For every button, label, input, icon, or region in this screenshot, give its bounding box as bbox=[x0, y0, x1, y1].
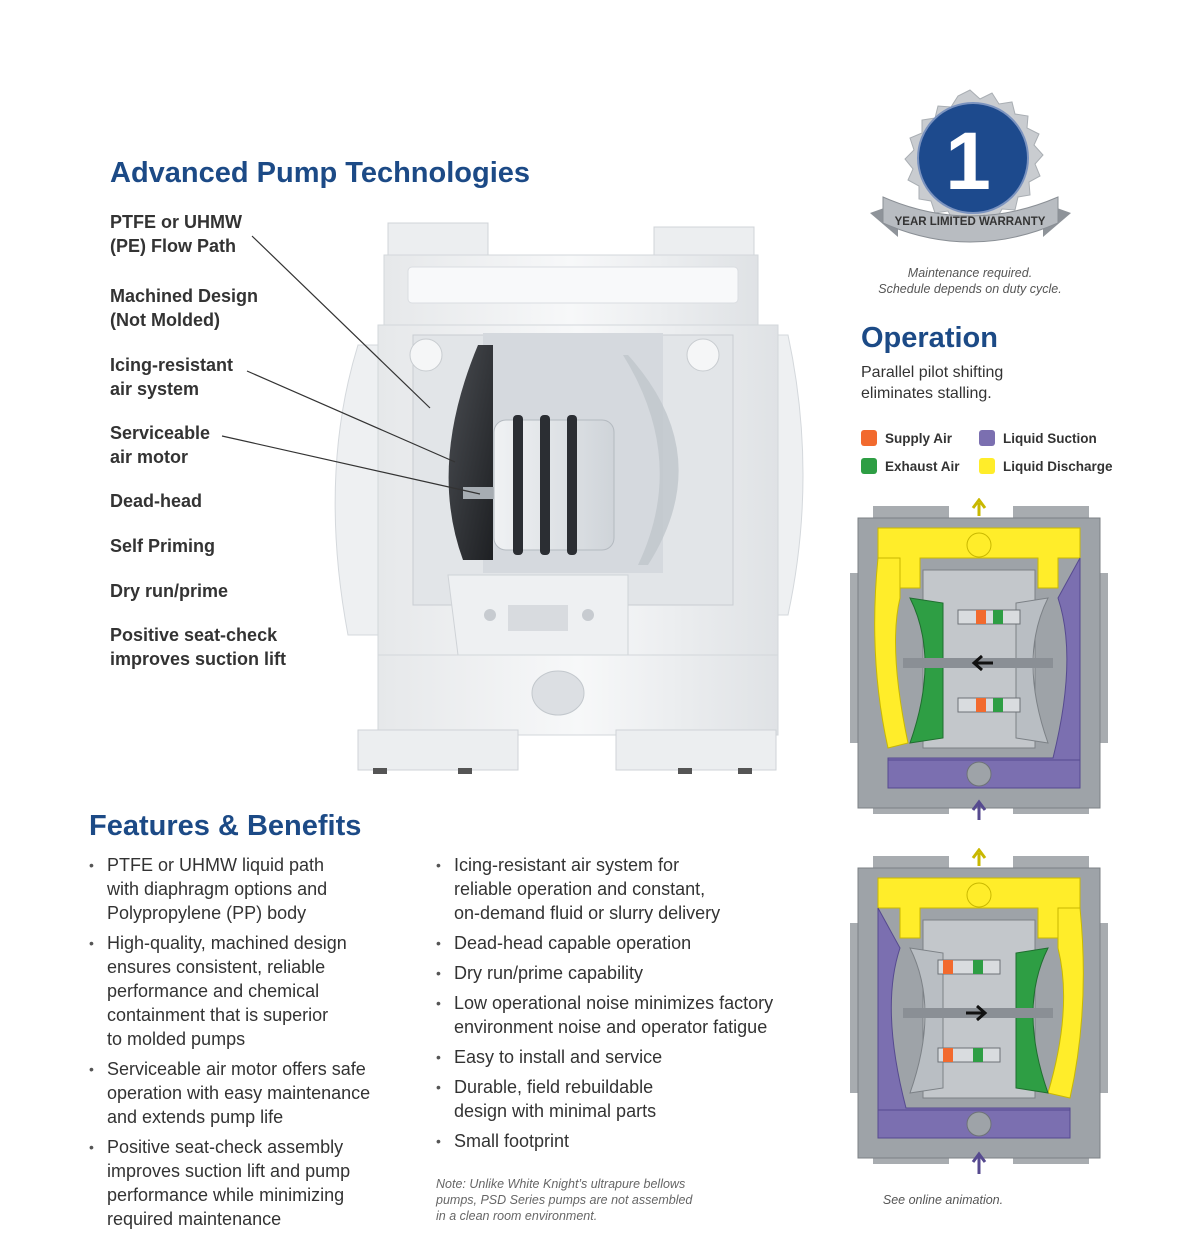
adv-item-line: PTFE or UHMW bbox=[110, 212, 242, 232]
features-list-left: PTFE or UHMW liquid path with diaphragm … bbox=[89, 853, 419, 1237]
cleanroom-note: Note: Unlike White Knight’s ultrapure be… bbox=[436, 1176, 736, 1224]
feature-line: Polypropylene (PP) body bbox=[107, 903, 307, 923]
feature-item: Dead-head capable operation bbox=[436, 931, 816, 955]
feature-item: Low operational noise minimizes factory … bbox=[436, 991, 816, 1039]
feature-line: with diaphragm options and bbox=[107, 879, 328, 899]
operation-desc-line: eliminates stalling. bbox=[861, 385, 992, 402]
feature-item: PTFE or UHMW liquid path with diaphragm … bbox=[89, 853, 419, 925]
adv-item-line: Machined Design bbox=[110, 286, 259, 306]
feature-item: Durable, field rebuildable design with m… bbox=[436, 1075, 816, 1123]
feature-line: Serviceable air motor offers safe bbox=[107, 1059, 366, 1079]
feature-item: Serviceable air motor offers safe operat… bbox=[89, 1057, 419, 1129]
feature-line: environment noise and operator fatigue bbox=[454, 1017, 768, 1037]
feature-line: Dead-head capable operation bbox=[454, 933, 692, 953]
note-line: in a clean room environment. bbox=[436, 1209, 598, 1223]
warranty-note: Maintenance required. Schedule depends o… bbox=[860, 265, 1080, 297]
feature-line: ensures consistent, reliable bbox=[107, 957, 326, 977]
feature-line: High-quality, machined design bbox=[107, 933, 347, 953]
adv-item-line: Serviceable bbox=[110, 423, 211, 443]
feature-line: Durable, field rebuildable bbox=[454, 1077, 654, 1097]
legend-swatch bbox=[979, 458, 995, 474]
adv-item-icing: Icing-resistant air system bbox=[110, 353, 233, 401]
adv-item-line: Positive seat-check bbox=[110, 625, 278, 645]
feature-line: improves suction lift and pump bbox=[107, 1161, 351, 1181]
operation-diagram-stroke-2 bbox=[850, 848, 1108, 1174]
feature-line: Small footprint bbox=[454, 1131, 570, 1151]
operation-title: Operation bbox=[861, 322, 998, 354]
feature-item: Positive seat-check assembly improves su… bbox=[89, 1135, 419, 1231]
legend-supply-air: Supply Air bbox=[861, 430, 952, 446]
features-list-right: Icing-resistant air system for reliable … bbox=[436, 853, 816, 1159]
features-title: Features & Benefits bbox=[89, 810, 362, 842]
legend-label: Liquid Discharge bbox=[1003, 458, 1113, 474]
adv-item-line: improves suction lift bbox=[110, 649, 287, 669]
feature-line: PTFE or UHMW liquid path bbox=[107, 855, 325, 875]
warranty-number: 1 bbox=[945, 116, 991, 207]
feature-line: Low operational noise minimizes factory bbox=[454, 993, 774, 1013]
pump-cutaway-illustration bbox=[334, 222, 804, 774]
note-line: pumps, PSD Series pumps are not assemble… bbox=[436, 1193, 693, 1207]
feature-line: performance while minimizing bbox=[107, 1185, 345, 1205]
feature-line: required maintenance bbox=[107, 1209, 282, 1229]
adv-item-line: Dead-head bbox=[110, 491, 203, 511]
adv-item-machined: Machined Design (Not Molded) bbox=[110, 284, 258, 332]
legend-swatch bbox=[979, 430, 995, 446]
legend-liquid-suction: Liquid Suction bbox=[979, 430, 1097, 446]
adv-item-seat-check: Positive seat-check improves suction lif… bbox=[110, 623, 286, 671]
feature-line: performance and chemical bbox=[107, 981, 320, 1001]
operation-diagram-stroke-1 bbox=[850, 498, 1108, 820]
adv-item-dead-head: Dead-head bbox=[110, 489, 202, 513]
adv-item-line: air motor bbox=[110, 447, 189, 467]
feature-line: Icing-resistant air system for bbox=[454, 855, 680, 875]
legend-label: Liquid Suction bbox=[1003, 430, 1097, 446]
feature-line: and extends pump life bbox=[107, 1107, 284, 1127]
warranty-seal-icon: 1 YEAR LIMITED WARRANTY bbox=[870, 89, 1071, 243]
feature-item: Easy to install and service bbox=[436, 1045, 816, 1069]
legend-label: Supply Air bbox=[885, 430, 953, 446]
advanced-title: Advanced Pump Technologies bbox=[110, 157, 531, 189]
operation-desc-line: Parallel pilot shifting bbox=[861, 364, 1004, 381]
adv-item-line: (Not Molded) bbox=[110, 310, 220, 330]
adv-item-self-priming: Self Priming bbox=[110, 534, 215, 558]
adv-item-line: Self Priming bbox=[110, 536, 216, 556]
note-line: Note: Unlike White Knight’s ultrapure be… bbox=[436, 1177, 686, 1191]
adv-item-air-motor: Serviceable air motor bbox=[110, 421, 210, 469]
adv-item-line: Dry run/prime bbox=[110, 581, 229, 601]
adv-item-line: Icing-resistant bbox=[110, 355, 234, 375]
operation-description: Parallel pilot shifting eliminates stall… bbox=[861, 362, 1081, 404]
feature-item: Dry run/prime capability bbox=[436, 961, 816, 985]
feature-item: Icing-resistant air system for reliable … bbox=[436, 853, 816, 925]
legend-exhaust-air: Exhaust Air bbox=[861, 458, 960, 474]
feature-line: containment that is superior bbox=[107, 1005, 329, 1025]
feature-line: to molded pumps bbox=[107, 1029, 246, 1049]
adv-item-line: air system bbox=[110, 379, 200, 399]
adv-item-line: (PE) Flow Path bbox=[110, 236, 236, 256]
animation-note: See online animation. bbox=[882, 1193, 1004, 1207]
feature-line: on-demand fluid or slurry delivery bbox=[454, 903, 721, 923]
feature-line: Positive seat-check assembly bbox=[107, 1137, 344, 1157]
feature-item: Small footprint bbox=[436, 1129, 816, 1153]
feature-line: reliable operation and constant, bbox=[454, 879, 706, 899]
warranty-ribbon-text: YEAR LIMITED WARRANTY bbox=[895, 216, 1046, 228]
legend-swatch bbox=[861, 430, 877, 446]
feature-line: operation with easy maintenance bbox=[107, 1083, 371, 1103]
legend-label: Exhaust Air bbox=[885, 458, 960, 474]
legend-swatch bbox=[861, 458, 877, 474]
adv-item-flow-path: PTFE or UHMW (PE) Flow Path bbox=[110, 210, 242, 258]
adv-item-dry-run: Dry run/prime bbox=[110, 579, 228, 603]
feature-item: High-quality, machined design ensures co… bbox=[89, 931, 419, 1051]
feature-line: Dry run/prime capability bbox=[454, 963, 644, 983]
feature-line: design with minimal parts bbox=[454, 1101, 657, 1121]
warranty-note-line: Maintenance required. bbox=[907, 266, 1033, 280]
legend-liquid-discharge: Liquid Discharge bbox=[979, 458, 1113, 474]
warranty-note-line: Schedule depends on duty cycle. bbox=[878, 282, 1062, 296]
feature-line: Easy to install and service bbox=[454, 1047, 663, 1067]
